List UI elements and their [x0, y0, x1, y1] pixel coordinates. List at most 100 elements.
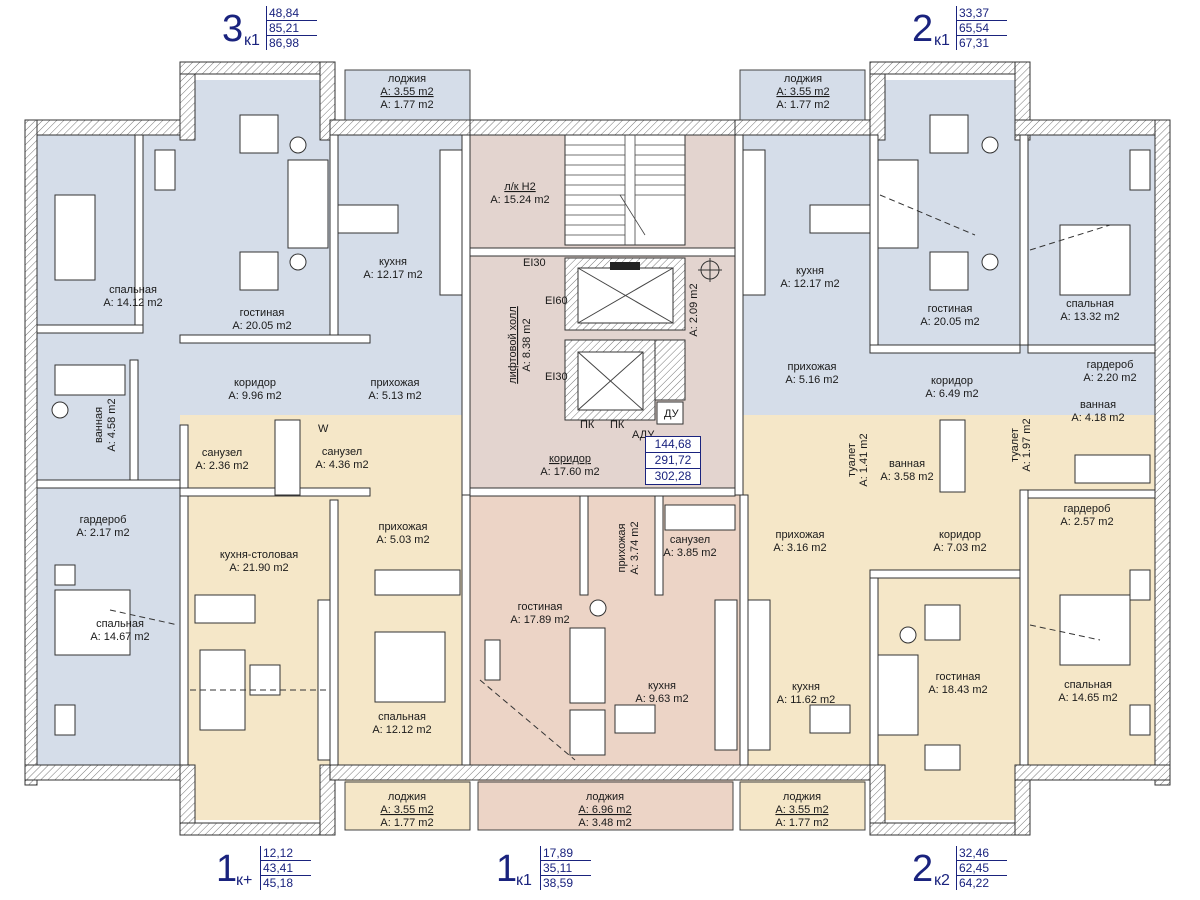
living-tr-name: гостиная	[928, 303, 973, 315]
wall-bottom-left-bay3	[319, 764, 336, 836]
zone-loggia-tr	[740, 70, 865, 120]
apt-2k1-values: 33,37 65,54 67,31	[956, 6, 1007, 50]
kitchen-bl-name: кухня-столовая	[220, 549, 298, 561]
floor-totals: 144,68 291,72 302,28	[645, 436, 701, 485]
loggia-bc-area1: А: 6.96 m2	[578, 804, 631, 816]
san-bl2-name: санузел	[322, 446, 362, 458]
apt-2k1-code: 2	[912, 8, 934, 50]
wc-tr2-name: туалет	[846, 443, 858, 477]
loggia-tl-name: лоджия	[388, 73, 426, 85]
apt-1k1-v2: 35,11	[541, 861, 591, 876]
tag-pk1: ПК	[580, 419, 595, 431]
bed-tr-area: А: 13.32 m2	[1060, 311, 1119, 323]
lift-shafts	[564, 257, 722, 425]
loggia-tr-area1: А: 3.55 m2	[776, 86, 829, 98]
bed-l2-name: спальная	[96, 618, 144, 630]
bath-tr-name: ванная	[1080, 399, 1116, 411]
hall-tl-area: А: 5.13 m2	[368, 390, 421, 402]
apt-2k1-v3: 67,31	[959, 36, 990, 50]
hall-br-name: прихожая	[775, 529, 824, 541]
apt-label-2k1: 2 к1 33,37 65,54 67,31	[912, 6, 1012, 54]
wardrobe-tr-name: гардероб	[1087, 359, 1134, 371]
apt-1kplus-values: 12,12 43,41 45,18	[260, 846, 311, 890]
kitchen-bc-name: кухня	[648, 680, 676, 692]
hall-bc-name: прихожая	[616, 523, 628, 572]
loggia-br-area2: А: 1.77 m2	[775, 817, 828, 829]
apt-label-3k1: 3 к1 48,84 85,21 86,98	[222, 6, 322, 54]
living-tl-area: А: 20.05 m2	[232, 320, 291, 332]
wardrobe-br-name: гардероб	[1064, 503, 1111, 515]
corridor-br-area: А: 7.03 m2	[933, 542, 986, 554]
bed-tl-name: спальная	[109, 284, 157, 296]
loggia-tl-area2: А: 1.77 m2	[380, 99, 433, 111]
apt-1k1-sub: к1	[516, 872, 532, 889]
corridor-tl-area: А: 9.96 m2	[228, 390, 281, 402]
hall-br-area: А: 3.16 m2	[773, 542, 826, 554]
wc-tr-name: туалет	[1009, 428, 1021, 462]
san-bl2-area: А: 4.36 m2	[315, 459, 368, 471]
apt-2k1-v1: 33,37	[957, 6, 1007, 21]
loggia-tl-area1: А: 3.55 m2	[380, 86, 433, 98]
kitchen-br-area: А: 11.62 m2	[777, 694, 836, 706]
wall-left	[24, 119, 38, 786]
wall-top-left-bay2	[179, 61, 331, 75]
bath-tl-name: ванная	[93, 407, 105, 443]
wall-top-mid-l	[329, 119, 476, 136]
wardrobe-tl-area: А: 2.17 m2	[76, 527, 129, 539]
bed-bl-name: спальная	[378, 711, 426, 723]
apt-2k2-v1: 32,46	[957, 846, 1007, 861]
zone-apt-2k2-bay	[885, 765, 1015, 820]
apt-label-1kplus: 1 к+ 12,12 43,41 45,18	[216, 846, 316, 894]
san-bl1-area: А: 2.36 m2	[195, 460, 248, 472]
total-v2: 291,72	[646, 453, 700, 469]
loggia-bl-area1: А: 3.55 m2	[380, 804, 433, 816]
apt-1k1-values: 17,89 35,11 38,59	[540, 846, 591, 890]
corridor-common-name: коридор	[549, 453, 591, 465]
corridor-tr-area: А: 6.49 m2	[925, 388, 978, 400]
loggia-bl-area2: А: 1.77 m2	[380, 817, 433, 829]
room-labels: лоджия А: 3.55 m2 А: 1.77 m2 лоджия А: 3…	[76, 73, 1136, 829]
kitchen-tr-area: А: 12.17 m2	[780, 278, 839, 290]
hall-bl-name: прихожая	[378, 521, 427, 533]
apt-1k1-v3: 38,59	[543, 876, 574, 890]
bed-bl-area: А: 12.12 m2	[372, 724, 431, 736]
kitchen-bl-area: А: 21.90 m2	[229, 562, 288, 574]
apt-2k2-v2: 62,45	[957, 861, 1007, 876]
loggia-br-area1: А: 3.55 m2	[775, 804, 828, 816]
apt-1kplus-sub: к+	[236, 872, 253, 889]
loggia-tr-area2: А: 1.77 m2	[776, 99, 829, 111]
wall-bottom-left	[24, 764, 186, 781]
stair-area: А: 15.24 m2	[490, 194, 549, 206]
bath-tr2-area: А: 3.58 m2	[880, 471, 933, 483]
zone-loggia-bl	[345, 780, 470, 830]
wall-right	[1154, 119, 1171, 786]
loggia-bl-name: лоджия	[388, 791, 426, 803]
apt-label-1k1: 1 к1 17,89 35,11 38,59	[496, 846, 596, 894]
apt-2k1-v2: 65,54	[957, 21, 1007, 36]
apt-1kplus-code: 1	[216, 848, 238, 890]
apt-1kplus-v1: 12,12	[261, 846, 311, 861]
wall-top-left	[24, 119, 186, 136]
loggia-bc-area2: А: 3.48 m2	[578, 817, 631, 829]
hall-tr-area: А: 5.16 m2	[785, 374, 838, 386]
apt-label-2k2: 2 к2 32,46 62,45 64,22	[912, 846, 1012, 894]
loggia-bc-name: лоджия	[586, 791, 624, 803]
apt-3k1-code: 3	[222, 8, 244, 50]
apt-2k1-sub: к1	[934, 32, 950, 49]
living-br-name: гостиная	[936, 671, 981, 683]
apt-2k2-v3: 64,22	[959, 876, 990, 890]
wall-top-right-bay2	[869, 61, 1021, 75]
wall-top-mid-r	[734, 119, 876, 136]
corridor-tr-name: коридор	[931, 375, 973, 387]
zone-loggia-tl	[345, 70, 470, 120]
wc-tr2-area: А: 1.41 m2	[858, 433, 870, 486]
apt-2k2-code: 2	[912, 848, 934, 890]
loggia-tr-name: лоджия	[784, 73, 822, 85]
bed-tr-name: спальная	[1066, 298, 1114, 310]
corridor-tl-name: коридор	[234, 377, 276, 389]
furniture	[51, 114, 1151, 771]
apt-1kplus-v3: 45,18	[263, 876, 294, 890]
zone-loggia-bc	[478, 780, 733, 830]
bed-l2-area: А: 14.67 m2	[90, 631, 149, 643]
wardrobe-br-area: А: 2.57 m2	[1060, 516, 1113, 528]
